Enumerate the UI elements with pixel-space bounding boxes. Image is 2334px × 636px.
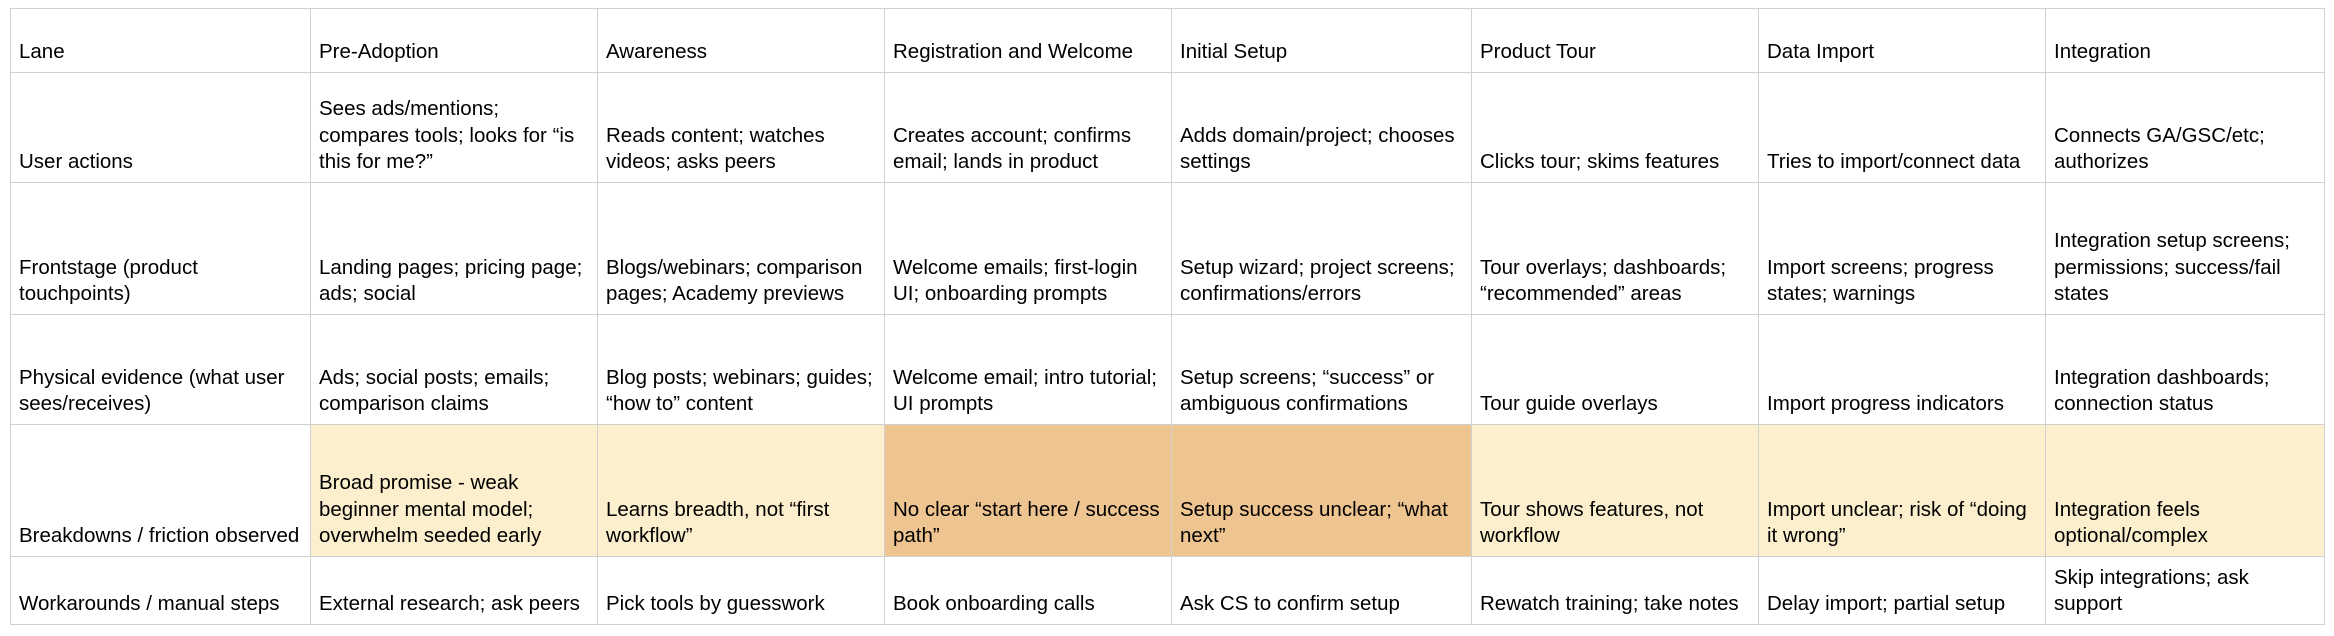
- column-header-registration-and-welcome: Registration and Welcome: [884, 8, 1172, 73]
- row-header-workarounds: Workarounds / manual steps: [10, 556, 311, 625]
- cell-physical-evidence-pre-adoption: Ads; social posts; emails; comparison cl…: [310, 314, 598, 425]
- cell-frontstage-product-tour: Tour overlays; dashboards; “recommended”…: [1471, 182, 1759, 315]
- cell-breakdowns-awareness: Learns breadth, not “first workflow”: [597, 424, 885, 557]
- row-header-frontstage: Frontstage (product touchpoints): [10, 182, 311, 315]
- table-row: Frontstage (product touchpoints) Landing…: [10, 182, 2325, 315]
- table-row: Workarounds / manual steps External rese…: [10, 556, 2325, 625]
- cell-workarounds-data-import: Delay import; partial setup: [1758, 556, 2046, 625]
- column-header-lane: Lane: [10, 8, 311, 73]
- column-header-awareness: Awareness: [597, 8, 885, 73]
- cell-workarounds-awareness: Pick tools by guesswork: [597, 556, 885, 625]
- cell-physical-evidence-initial-setup: Setup screens; “success” or ambiguous co…: [1171, 314, 1472, 425]
- cell-physical-evidence-integration: Integration dashboards; connection statu…: [2045, 314, 2325, 425]
- cell-breakdowns-product-tour: Tour shows features, not workflow: [1471, 424, 1759, 557]
- cell-user-actions-registration-and-welcome: Creates account; confirms email; lands i…: [884, 72, 1172, 183]
- cell-frontstage-pre-adoption: Landing pages; pricing page; ads; social: [310, 182, 598, 315]
- row-header-physical-evidence: Physical evidence (what user sees/receiv…: [10, 314, 311, 425]
- cell-user-actions-integration: Connects GA/GSC/etc; authorizes: [2045, 72, 2325, 183]
- cell-breakdowns-initial-setup: Setup success unclear; “what next”: [1171, 424, 1472, 557]
- column-header-initial-setup: Initial Setup: [1171, 8, 1472, 73]
- cell-physical-evidence-awareness: Blog posts; webinars; guides; “how to” c…: [597, 314, 885, 425]
- header-row: Lane Pre-Adoption Awareness Registration…: [10, 8, 2325, 73]
- cell-workarounds-integration: Skip integrations; ask support: [2045, 556, 2325, 625]
- row-header-user-actions: User actions: [10, 72, 311, 183]
- cell-user-actions-awareness: Reads content; watches videos; asks peer…: [597, 72, 885, 183]
- cell-frontstage-awareness: Blogs/webinars; comparison pages; Academ…: [597, 182, 885, 315]
- cell-workarounds-initial-setup: Ask CS to confirm setup: [1171, 556, 1472, 625]
- column-header-integration: Integration: [2045, 8, 2325, 73]
- cell-frontstage-initial-setup: Setup wizard; project screens; confirmat…: [1171, 182, 1472, 315]
- table-row: Breakdowns / friction observed Broad pro…: [10, 424, 2325, 557]
- cell-frontstage-data-import: Import screens; progress states; warning…: [1758, 182, 2046, 315]
- table-row: User actions Sees ads/mentions; compares…: [10, 72, 2325, 183]
- service-blueprint-table: Lane Pre-Adoption Awareness Registration…: [10, 8, 2325, 625]
- cell-physical-evidence-product-tour: Tour guide overlays: [1471, 314, 1759, 425]
- table-header: Lane Pre-Adoption Awareness Registration…: [10, 8, 2325, 73]
- cell-user-actions-initial-setup: Adds domain/project; chooses settings: [1171, 72, 1472, 183]
- cell-workarounds-registration-and-welcome: Book onboarding calls: [884, 556, 1172, 625]
- cell-user-actions-data-import: Tries to import/connect data: [1758, 72, 2046, 183]
- cell-workarounds-product-tour: Rewatch training; take notes: [1471, 556, 1759, 625]
- cell-user-actions-product-tour: Clicks tour; skims features: [1471, 72, 1759, 183]
- column-header-pre-adoption: Pre-Adoption: [310, 8, 598, 73]
- column-header-product-tour: Product Tour: [1471, 8, 1759, 73]
- cell-breakdowns-data-import: Import unclear; risk of “doing it wrong”: [1758, 424, 2046, 557]
- cell-user-actions-pre-adoption: Sees ads/mentions; compares tools; looks…: [310, 72, 598, 183]
- cell-frontstage-registration-and-welcome: Welcome emails; first-login UI; onboardi…: [884, 182, 1172, 315]
- cell-physical-evidence-registration-and-welcome: Welcome email; intro tutorial; UI prompt…: [884, 314, 1172, 425]
- table-body: User actions Sees ads/mentions; compares…: [10, 72, 2325, 625]
- row-header-breakdowns: Breakdowns / friction observed: [10, 424, 311, 557]
- table-row: Physical evidence (what user sees/receiv…: [10, 314, 2325, 425]
- cell-physical-evidence-data-import: Import progress indicators: [1758, 314, 2046, 425]
- cell-workarounds-pre-adoption: External research; ask peers: [310, 556, 598, 625]
- cell-breakdowns-pre-adoption: Broad promise - weak beginner mental mod…: [310, 424, 598, 557]
- column-header-data-import: Data Import: [1758, 8, 2046, 73]
- cell-frontstage-integration: Integration setup screens; permissions; …: [2045, 182, 2325, 315]
- cell-breakdowns-integration: Integration feels optional/complex: [2045, 424, 2325, 557]
- cell-breakdowns-registration-and-welcome: No clear “start here / success path”: [884, 424, 1172, 557]
